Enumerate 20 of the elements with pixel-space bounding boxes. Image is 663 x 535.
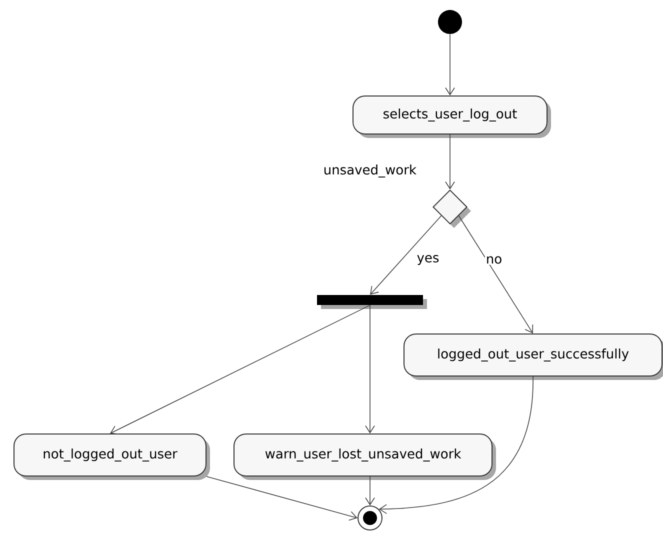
- edge-label: no: [484, 255, 504, 265]
- arrow: [378, 376, 534, 514]
- fork-bar: [317, 295, 427, 309]
- arrow: [365, 304, 375, 434]
- action-box: logged_out_user_successfully: [404, 334, 663, 380]
- end-node: [358, 506, 382, 530]
- arrow: [206, 476, 358, 521]
- action-box: selects_user_log_out: [352, 96, 551, 138]
- arrow: [365, 476, 375, 506]
- decision-diamond: [432, 190, 471, 228]
- arrow: [370, 215, 442, 295]
- action-box: warn_user_lost_unsaved_work: [234, 434, 496, 480]
- edge-label: yes: [416, 254, 440, 266]
- arrow: [445, 34, 455, 96]
- action-box: not_logged_out_user: [14, 434, 210, 480]
- arrow: [458, 215, 534, 334]
- arrow: [110, 304, 370, 435]
- start-node: [438, 10, 462, 34]
- condition-label: unsaved_work: [324, 164, 416, 178]
- arrow: [445, 134, 455, 190]
